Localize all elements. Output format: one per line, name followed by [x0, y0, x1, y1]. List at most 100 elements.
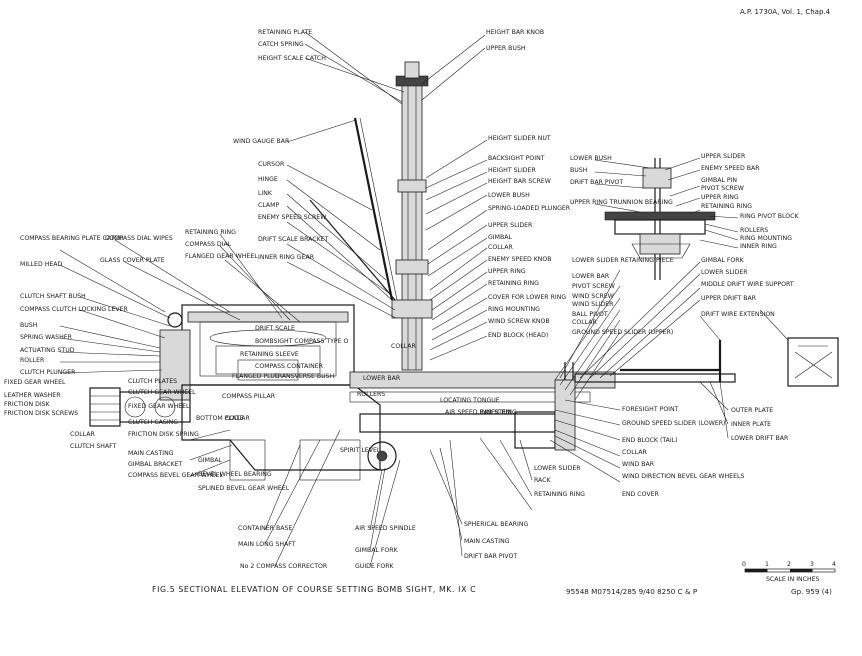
label-drift-wire-extension: DRIFT WIRE EXTENSION	[701, 311, 775, 318]
label-upper-ring: UPPER RING	[488, 268, 526, 275]
label-compass-clutch-locking-lever: COMPASS CLUTCH LOCKING LEVER	[20, 306, 128, 313]
label-drift-bar-pivot-bottom: DRIFT BAR PIVOT	[464, 553, 517, 560]
label-gimbal: GIMBAL	[488, 234, 512, 241]
label-clutch-plunger: CLUTCH PLUNGER	[20, 369, 76, 376]
label-inset-rollers: ROLLERS	[740, 227, 768, 234]
label-bottom-plate: BOTTOM PLATE	[196, 415, 243, 422]
label-retaining-sleeve: RETAINING SLEEVE	[240, 351, 299, 358]
label-gimbal-fork-bottom: GIMBAL FORK	[355, 547, 399, 554]
label-clutch-gear-wheel: CLUTCH GEAR WHEEL	[128, 389, 196, 396]
label-height-slider-nut: HEIGHT SLIDER NUT	[488, 135, 551, 142]
label-spring-loaded-plunger: SPRING-LOADED PLUNGER	[488, 205, 571, 212]
label-retaining-ring: RETAINING RING	[488, 280, 539, 287]
label-rollers: ROLLERS	[357, 391, 385, 398]
label-main-casting-bottom: MAIN CASTING	[464, 538, 510, 545]
label-gimbal-fork-right: GIMBAL FORK	[701, 257, 745, 264]
label-outer-plate: OUTER PLATE	[731, 407, 773, 414]
labels-upper-left: WIND GAUGE BAR CURSOR HINGE LINK CLAMP E…	[233, 138, 329, 261]
labels-upper-center: HEIGHT SLIDER NUT BACKSIGHT POINT HEIGHT…	[488, 135, 571, 339]
label-middle-drift-wire-support: MIDDLE DRIFT WIRE SUPPORT	[701, 281, 794, 288]
label-collar-left: COLLAR	[70, 431, 95, 438]
label-wind-screw: WIND SCREW	[572, 293, 614, 300]
label-fixed-gear-wheel-b: FIXED GEAR WHEEL	[128, 403, 190, 410]
scale-bar: 0 1 2 3 4 SCALE IN INCHES	[742, 561, 836, 583]
leader-lines	[59, 31, 789, 567]
label-bombsight-compass: BOMBSIGHT COMPASS TYPE O	[255, 338, 349, 345]
label-flanged-plug: FLANGED PLUG	[232, 373, 280, 380]
label-inner-ring-gear: INNER RING GEAR	[258, 254, 315, 261]
label-compass-dial-wipes: COMPASS DIAL WIPES	[105, 235, 173, 242]
label-wind-screw-knob: WIND SCREW KNOB	[488, 318, 550, 325]
label-lower-slider-right: LOWER SLIDER	[701, 269, 748, 276]
label-wind-bar: WIND BAR	[622, 461, 655, 468]
label-height-bar-screw: HEIGHT BAR SCREW	[488, 178, 551, 185]
label-lower-slider-bottom: LOWER SLIDER	[534, 465, 581, 472]
label-clutch-shaft: CLUTCH SHAFT	[70, 443, 117, 450]
label-enemy-speed-knob: ENEMY SPEED KNOB	[488, 256, 552, 263]
labels-body: DRIFT SCALE BOMBSIGHT COMPASS TYPE O RET…	[196, 325, 517, 492]
label-no2-compass-corrector: No 2 COMPASS CORRECTOR	[240, 563, 328, 570]
label-collar-right-b: COLLAR	[622, 449, 647, 456]
label-end-cover: END COVER	[622, 491, 659, 498]
scale-tick-1: 1	[765, 561, 769, 568]
label-inset-inner-ring: INNER RING	[740, 243, 777, 250]
scale-tick-0: 0	[742, 561, 746, 568]
label-friction-disk-screws: FRICTION DISK SCREWS	[4, 410, 78, 417]
labels-top: RETAINING PLATE CATCH SPRING HEIGHT SCAL…	[258, 29, 544, 62]
label-ground-speed-slider-upper: GROUND SPEED SLIDER (UPPER)	[572, 329, 673, 336]
label-spirit-level: SPIRIT LEVEL	[340, 447, 381, 454]
label-inset-bush: BUSH	[570, 167, 588, 174]
scale-tick-3: 3	[810, 561, 814, 568]
label-inset-upper-ring: UPPER RING	[701, 194, 739, 201]
label-pivot-screw-right: PIVOT SCREW	[572, 283, 615, 290]
label-compass-pillar: COMPASS PILLAR	[222, 393, 276, 400]
label-cover-for-lower-ring: COVER FOR LOWER RING	[488, 294, 566, 301]
label-guide-fork: GUIDE FORK	[355, 563, 395, 570]
label-clutch-shaft-bush: CLUTCH SHAFT BUSH	[20, 293, 86, 300]
label-compass-dial: COMPASS DIAL	[185, 241, 232, 248]
label-inner-ring: INNER RING	[480, 409, 517, 416]
label-end-block-tail: END BLOCK (TAIL)	[622, 437, 678, 444]
label-cursor: CURSOR	[258, 161, 285, 168]
label-actuating-stud: ACTUATING STUD	[20, 347, 75, 354]
label-glass-cover-plate: GLASS COVER PLATE	[100, 257, 165, 264]
print-line: 95548 M07514/285 9/40 8250 C & P	[566, 587, 698, 596]
label-inset-retaining-ring: RETAINING RING	[701, 203, 752, 210]
label-height-slider: HEIGHT SLIDER	[488, 167, 536, 174]
scale-label: SCALE IN INCHES	[766, 576, 820, 583]
label-inset-drift-bar-pivot: DRIFT BAR PIVOT	[570, 179, 623, 186]
mechanism-drawing	[89, 61, 839, 481]
label-wind-direction-bevel-gear-wheels: WIND DIRECTION BEVEL GEAR WHEELS	[622, 473, 744, 480]
label-rack: RACK	[534, 477, 551, 484]
label-roller: ROLLER	[20, 357, 45, 364]
label-fixed-gear-wheel-a: FIXED GEAR WHEEL	[4, 379, 66, 386]
label-bevel-wheel-bearing: BEVEL WHEEL BEARING	[198, 471, 272, 478]
label-compass-bevel-gear-wheel: COMPASS BEVEL GEAR WHEEL	[128, 472, 223, 479]
label-height-bar-knob: HEIGHT BAR KNOB	[486, 29, 544, 36]
label-backsight-point: BACKSIGHT POINT	[488, 155, 545, 162]
label-inset-gimbal-pin: GIMBAL PIN	[701, 177, 737, 184]
label-upper-bush: UPPER BUSH	[486, 45, 526, 52]
label-enemy-speed-screw: ENEMY SPEED SCREW	[258, 214, 326, 221]
label-air-speed-bar-stem: AIR SPEED BAR STEM	[445, 409, 511, 416]
label-friction-disk: FRICTION DISK	[4, 401, 51, 408]
label-retaining-ring-left: RETAINING RING	[185, 229, 236, 236]
label-retaining-plate: RETAINING PLATE	[258, 29, 312, 36]
label-ring-mounting: RING MOUNTING	[488, 306, 540, 313]
label-lower-bar: LOWER BAR	[363, 375, 401, 382]
label-foresight-point: FORESIGHT POINT	[622, 406, 679, 413]
label-inset-enemy-speed-bar: ENEMY SPEED BAR	[701, 165, 760, 172]
label-inset-upper-slider: UPPER SLIDER	[701, 153, 746, 160]
label-inset-ring-mounting: RING MOUNTING	[740, 235, 792, 242]
label-friction-disk-spring: FRICTION DISK SPRING	[128, 431, 199, 438]
label-compass-bearing-plate-catch: COMPASS BEARING PLATE CATCH	[20, 235, 123, 242]
label-ground-speed-slider-lower: GROUND SPEED SLIDER (LOWER)	[622, 420, 725, 427]
label-inset-lower-bush: LOWER BUSH	[570, 155, 612, 162]
labels-bottom: CONTAINER BASE MAIN LONG SHAFT No 2 COMP…	[238, 465, 585, 570]
label-bush: BUSH	[20, 322, 38, 329]
label-spherical-bearing: SPHERICAL BEARING	[464, 521, 528, 528]
figure-title: FIG.5 SECTIONAL ELEVATION OF COURSE SETT…	[152, 585, 476, 594]
label-collar-body-a: COLLAR	[225, 415, 250, 422]
